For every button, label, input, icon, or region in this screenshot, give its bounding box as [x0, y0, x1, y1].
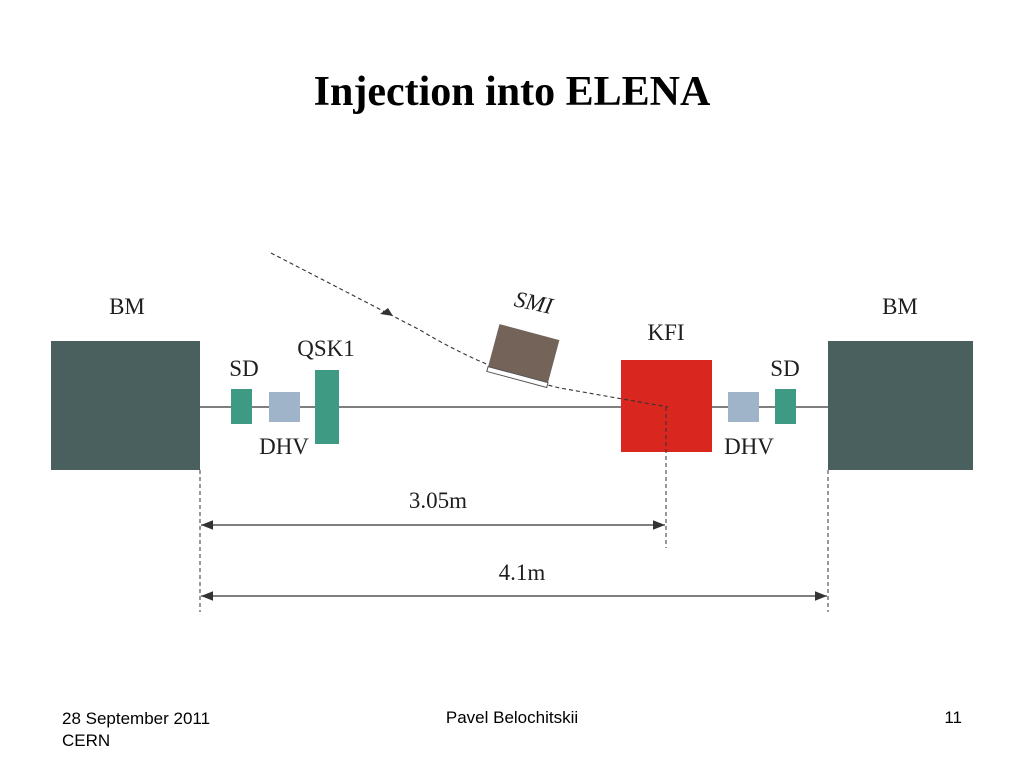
label-bm-right: BM [882, 294, 918, 319]
footer-date-org: 28 September 2011 CERN [62, 708, 210, 752]
label-qsk1: QSK1 [297, 336, 355, 361]
dhv-right [728, 392, 759, 422]
footer-org: CERN [62, 731, 111, 750]
trajectory-arrowhead [380, 308, 393, 316]
smi [486, 324, 560, 389]
label-dimension-outer: 4.1m [499, 560, 546, 585]
bending-magnet-left [51, 341, 200, 470]
footer-author: Pavel Belochitskii [445, 708, 579, 727]
sd-left [231, 389, 252, 424]
label-smi: SMI [512, 286, 556, 319]
footer-date: 28 September 2011 [62, 709, 211, 728]
label-bm-left: BM [109, 294, 145, 319]
footer-page-number: 11 [944, 708, 962, 727]
label-sd-left: SD [229, 356, 258, 381]
slide-title: Injection into ELENA [313, 69, 711, 115]
qsk1 [315, 370, 339, 444]
dhv-left [269, 392, 300, 422]
label-dhv-left: DHV [259, 434, 309, 459]
label-dhv-right: DHV [724, 434, 774, 459]
label-dimension-inner: 3.05m [409, 488, 467, 513]
sd-right [775, 389, 796, 424]
label-sd-right: SD [770, 356, 799, 381]
label-kfi: KFI [647, 320, 684, 345]
bending-magnet-right [828, 341, 973, 470]
